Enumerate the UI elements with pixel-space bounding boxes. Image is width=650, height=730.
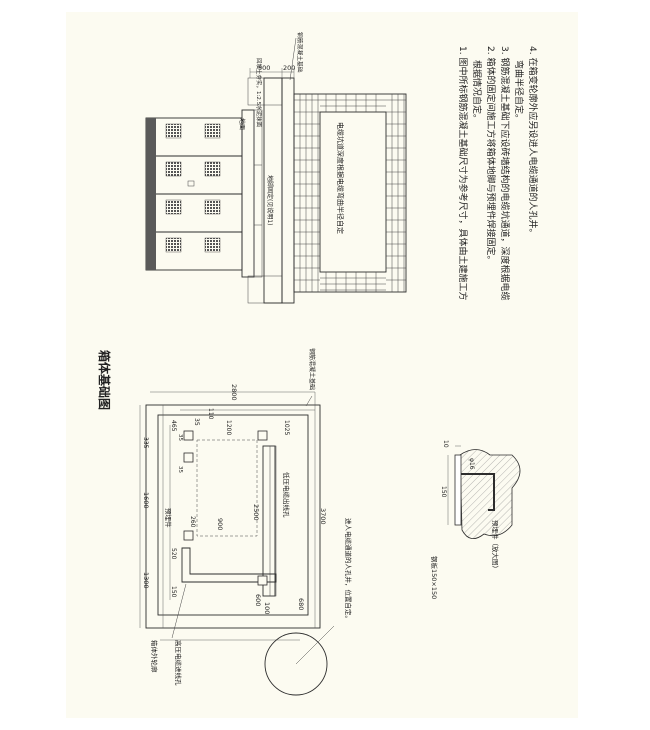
backfill-label: 回填土夯实，1:2.5水泥抹面 (255, 58, 263, 128)
dim-35-top: 35 (193, 418, 200, 426)
manhole-label: 进人电缆通道的人孔井，位置自定。 (344, 518, 353, 622)
note-3-cont: 弯曲半径自定。 (513, 60, 525, 123)
note-3: 3. 钢筋混凝土基础下应设砖墙结构的电缆坑通道，深度根据电缆 (499, 46, 511, 300)
outer-edge-label: 箱体外轮廓 (150, 640, 159, 673)
plan-title: 箱体基础图 (97, 350, 112, 410)
note-1-cont: 根据情况自定。 (471, 60, 483, 123)
manhole-circle (264, 632, 328, 696)
substation-box (145, 117, 243, 271)
section-dim-500: 500 (258, 64, 270, 72)
detail-dim-150: 150 (440, 486, 447, 498)
cable-channel-bricks (293, 93, 407, 293)
embed-detail: 150 10 φ16 钢板150×150 预埋件（放大图） (430, 440, 521, 599)
dim-1600: 1600 (142, 492, 150, 509)
dim-260: 260 (189, 516, 196, 528)
note-2: 2. 箱体的固定间施工方将箱体地脚与预埋件焊接固定。 (485, 46, 497, 264)
dim-1300: 1300 (142, 572, 150, 589)
dim-110: 110 (207, 408, 214, 420)
notes-block: 1. 图中所标钢筋混凝土基础尺寸为参考尺寸，具体由土建施工方 根据情况自定。 2… (457, 46, 539, 300)
dim-35-a: 35 (177, 434, 183, 441)
embed-label: 预埋件 (164, 508, 173, 528)
section-view: 500 200 地面 回填土夯实，1:2.5水泥抹面 钢筋混凝土基础 地脚固定(… (145, 32, 407, 304)
dim-1200: 1200 (225, 420, 232, 435)
section-dim-200: 200 (283, 64, 295, 72)
dim-900: 900 (216, 518, 224, 530)
dim-1025: 1025 (283, 420, 290, 435)
dim-520: 520 (170, 548, 177, 560)
lv-outlet-label: 低压电缆出线孔 (282, 472, 291, 518)
ground-label: 地面 (238, 118, 246, 130)
detail-caption: 预埋件（放大图） (491, 520, 500, 572)
detail-dim-10: 10 (442, 440, 449, 448)
anchor-label: 地脚固定(见说明1) (266, 175, 274, 226)
dim-600: 600 (254, 594, 262, 606)
dim-35-b: 35 (177, 466, 183, 473)
dim-150: 150 (170, 586, 177, 598)
phi16-label: φ16 (468, 458, 475, 470)
plate-label: 钢板150×150 (430, 556, 439, 599)
plan-view: 箱体基础图 2800 110 1200 1025 46 (97, 348, 353, 696)
dim-2500: 2500 (252, 504, 260, 521)
channel-label: 电缆坑道深度根据电缆弯曲半径自定 (336, 122, 345, 234)
dim-100: 100 (263, 602, 271, 614)
dim-2800: 2800 (230, 384, 238, 401)
plan-concrete-label: 钢筋混凝土基础 (308, 348, 316, 390)
note-1: 1. 图中所标钢筋混凝土基础尺寸为参考尺寸，具体由土建施工方 (457, 46, 469, 300)
dim-465: 465 (170, 420, 177, 432)
dim-335: 335 (142, 437, 149, 449)
dim-3700: 3700 (319, 508, 327, 525)
hv-inlet-label: 高压电缆进线孔 (174, 640, 183, 686)
section-concrete-label: 钢筋混凝土基础 (296, 32, 304, 73)
dim-680: 680 (297, 598, 305, 610)
note-4: 4. 在箱变轮廓外应另设进人电缆通道的人孔井。 (527, 46, 539, 237)
